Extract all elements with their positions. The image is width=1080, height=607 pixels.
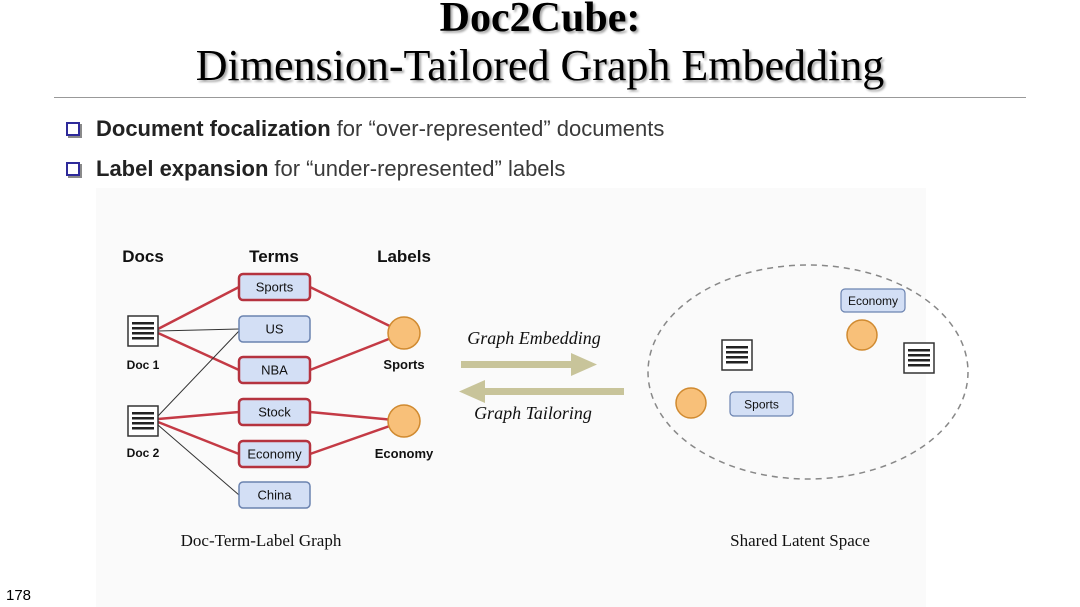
latent-space-boundary [647, 264, 969, 480]
edge-doc2-stock [157, 410, 240, 421]
term-node-us: US [238, 315, 311, 343]
term-node-sports: Sports [237, 272, 312, 302]
bullet-box-icon [66, 122, 80, 136]
term-label: Economy [247, 447, 302, 462]
term-node-china: China [238, 481, 311, 509]
title-divider [54, 97, 1026, 98]
latent-doc-icon [721, 339, 753, 371]
latent-tag-text: Economy [848, 294, 898, 308]
graph-tailoring-label: Graph Tailoring [474, 403, 592, 423]
latent-tag-text: Sports [744, 398, 779, 412]
edge-doc2-us [157, 330, 240, 417]
edge-doc1-us [157, 328, 240, 332]
edge-doc2-economy [157, 420, 240, 456]
latent-tag-economy: Economy [840, 288, 906, 313]
bullet-text: for “under-represented” labels [274, 156, 566, 181]
docs-column-header: Docs [122, 247, 164, 266]
doc1-document-icon [127, 315, 159, 347]
forward-arrow [461, 353, 597, 376]
labels-column-header: Labels [377, 247, 431, 266]
term-label: China [258, 488, 293, 503]
graph-caption: Doc-Term-Label Graph [181, 531, 342, 550]
latent-label-economy-circle [846, 319, 878, 351]
term-label: US [265, 322, 283, 337]
graph-edges [157, 285, 405, 496]
page-number: 178 [6, 587, 32, 604]
label-node-economy-text: Economy [375, 446, 434, 461]
label-node-economy-circle [387, 404, 421, 438]
edge-sports-label-sports [309, 285, 405, 335]
bullet-bold-text: Document focalization [96, 116, 331, 141]
label-node-sports-circle [387, 316, 421, 350]
bullet-text: for “over-represented” documents [336, 116, 665, 141]
latent-tag-sports: Sports [729, 391, 794, 417]
label-node-sports-text: Sports [383, 357, 424, 372]
term-label: Sports [256, 280, 294, 295]
doc2-document-icon [127, 405, 159, 437]
edge-doc1-nba [157, 331, 240, 372]
edge-doc2-china [157, 424, 240, 496]
bullet-item: Document focalization for “over-represen… [66, 116, 664, 142]
term-node-stock: Stock [237, 397, 312, 427]
edge-nba-label-sports [309, 331, 405, 372]
latent-doc-icon [903, 342, 935, 374]
doc1-label: Doc 1 [127, 358, 160, 372]
backward-arrow [459, 380, 624, 403]
bullet-bold-text: Label expansion [96, 156, 269, 181]
bullet-item: Label expansion for “under-represented” … [66, 156, 565, 182]
term-label: Stock [258, 405, 291, 420]
graph-embedding-label: Graph Embedding [467, 328, 601, 348]
bullet-box-icon [66, 162, 80, 176]
latent-space-caption: Shared Latent Space [730, 531, 870, 550]
term-label: NBA [261, 363, 288, 378]
slide-title-line1: Doc2Cube: [439, 0, 641, 41]
slide-title-line2: Dimension-Tailored Graph Embedding [195, 41, 885, 90]
term-node-economy: Economy [237, 439, 312, 469]
term-node-nba: NBA [237, 355, 312, 385]
edge-doc1-sports [157, 285, 240, 331]
doc2-label: Doc 2 [127, 446, 160, 460]
terms-column-header: Terms [249, 247, 299, 266]
latent-label-sports-circle [675, 387, 707, 419]
